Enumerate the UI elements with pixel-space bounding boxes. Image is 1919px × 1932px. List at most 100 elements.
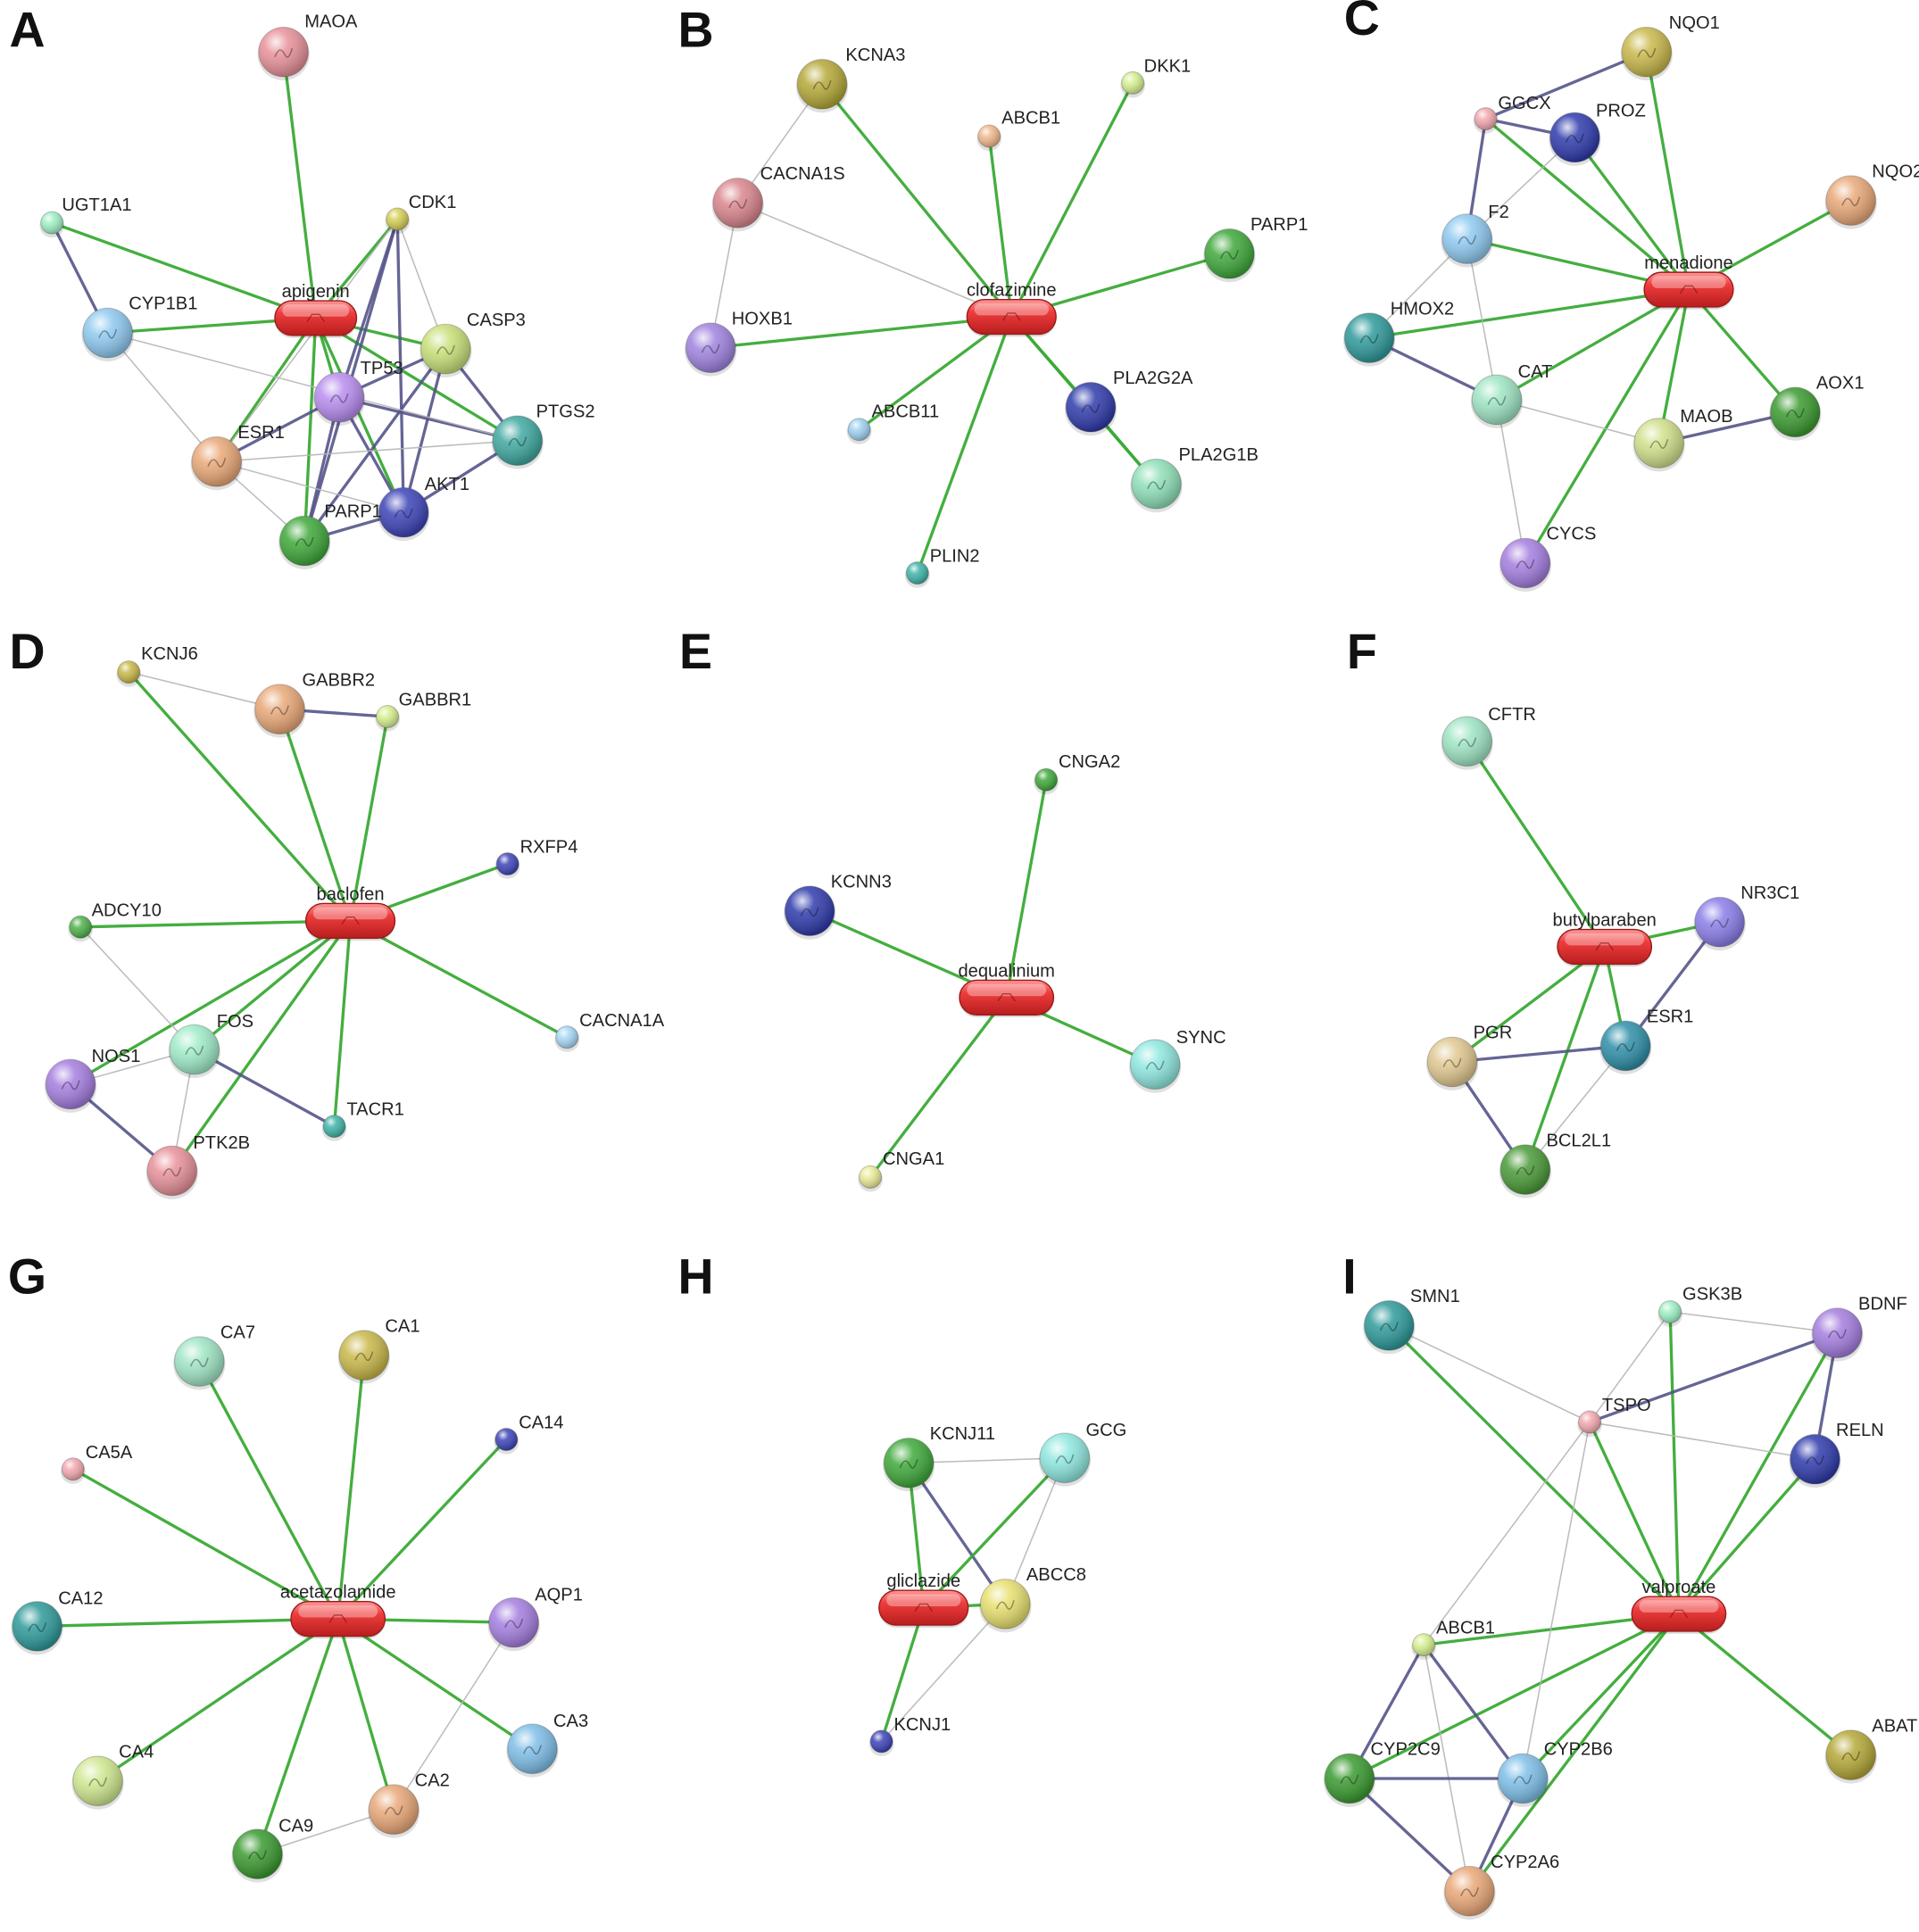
protein-node-h-kcnj1[interactable] bbox=[868, 1729, 894, 1757]
protein-node-i-cyp2c9[interactable] bbox=[1323, 1753, 1376, 1807]
protein-label-c-nqo2: NQO2 bbox=[1872, 162, 1919, 181]
protein-node-d-kcnj6[interactable] bbox=[116, 660, 142, 687]
protein-node-g-ca7[interactable] bbox=[173, 1336, 226, 1390]
protein-node-d-ptk2b[interactable] bbox=[145, 1145, 198, 1199]
protein-node-b-pla2g2a[interactable] bbox=[1064, 382, 1117, 436]
drug-node-valproate[interactable] bbox=[1631, 1596, 1727, 1634]
protein-node-c-f2[interactable] bbox=[1441, 213, 1493, 268]
edge-c-cat-maob bbox=[1496, 399, 1660, 444]
edge-c-menadione-proz bbox=[1573, 136, 1691, 292]
protein-node-h-abcc8[interactable] bbox=[979, 1579, 1032, 1633]
drug-node-clofazimine[interactable] bbox=[966, 298, 1057, 337]
protein-node-d-gabbr2[interactable] bbox=[253, 684, 306, 738]
protein-node-h-kcnj11[interactable] bbox=[883, 1438, 935, 1492]
protein-node-g-aqp1[interactable] bbox=[487, 1596, 540, 1652]
protein-node-g-ca9[interactable] bbox=[231, 1828, 284, 1883]
protein-node-b-abcb1[interactable] bbox=[976, 124, 1002, 152]
protein-node-i-tspo[interactable] bbox=[1577, 1410, 1602, 1438]
structure-icon bbox=[1841, 196, 1861, 207]
protein-node-i-reln[interactable] bbox=[1789, 1433, 1841, 1488]
protein-node-b-cacna1s[interactable] bbox=[711, 178, 764, 232]
edge-g-acetazolamide-ca14 bbox=[336, 1438, 508, 1621]
edge-i-valproate-abat bbox=[1677, 1612, 1853, 1757]
protein-node-a-ugt1a1[interactable] bbox=[39, 211, 65, 238]
protein-node-c-maob[interactable] bbox=[1632, 418, 1685, 472]
drug-node-butylparaben[interactable] bbox=[1557, 928, 1653, 967]
protein-node-i-cyp2a6[interactable] bbox=[1443, 1865, 1496, 1920]
protein-node-e-cnga2[interactable] bbox=[1034, 767, 1059, 795]
protein-node-d-gabbr1[interactable] bbox=[375, 704, 401, 732]
protein-node-f-bcl2l1[interactable] bbox=[1499, 1144, 1552, 1198]
protein-node-c-proz[interactable] bbox=[1549, 112, 1601, 166]
protein-node-b-hoxb1[interactable] bbox=[685, 322, 737, 377]
edge-c-menadione-hmox2 bbox=[1367, 287, 1691, 340]
protein-node-a-ptgs2[interactable] bbox=[491, 415, 544, 469]
protein-label-g-ca2: CA2 bbox=[415, 1770, 450, 1790]
protein-node-g-ca1[interactable] bbox=[337, 1330, 390, 1384]
protein-node-d-adcy10[interactable] bbox=[68, 915, 94, 942]
protein-node-i-cyp2b6[interactable] bbox=[1497, 1753, 1549, 1807]
protein-node-b-pla2g1b[interactable] bbox=[1130, 458, 1183, 513]
protein-node-d-fos[interactable] bbox=[168, 1024, 220, 1079]
edge-f-esr1-bcl2l1 bbox=[1524, 1045, 1627, 1171]
protein-node-a-parp1[interactable] bbox=[278, 515, 331, 569]
drug-node-dequalinium[interactable] bbox=[959, 979, 1055, 1018]
edge-a-apigenin-parp1 bbox=[303, 316, 318, 543]
protein-node-d-tacr1[interactable] bbox=[321, 1115, 347, 1141]
drug-node-baclofen[interactable] bbox=[304, 902, 396, 941]
drug-node-menadione[interactable] bbox=[1643, 271, 1734, 310]
protein-node-i-gsk3b[interactable] bbox=[1657, 1300, 1683, 1327]
protein-node-c-nqo1[interactable] bbox=[1620, 26, 1673, 81]
protein-node-b-parp1[interactable] bbox=[1203, 228, 1256, 283]
protein-node-g-ca5a[interactable] bbox=[60, 1457, 86, 1484]
protein-node-e-sync[interactable] bbox=[1129, 1039, 1182, 1093]
protein-node-b-abcb11[interactable] bbox=[846, 418, 872, 444]
protein-label-d-fos: FOS bbox=[217, 1012, 253, 1032]
protein-node-a-cdk1[interactable] bbox=[385, 207, 411, 235]
protein-label-b-hoxb1: HOXB1 bbox=[732, 309, 793, 328]
molecule-icon bbox=[914, 1603, 934, 1613]
protein-node-a-cyp1b1[interactable] bbox=[81, 307, 134, 361]
protein-node-i-bdnf[interactable] bbox=[1811, 1307, 1864, 1362]
protein-node-g-ca2[interactable] bbox=[367, 1784, 420, 1838]
protein-node-d-cacna1a[interactable] bbox=[554, 1025, 580, 1052]
protein-label-i-tspo: TSPO bbox=[1602, 1396, 1651, 1415]
structure-icon bbox=[1081, 402, 1101, 413]
protein-node-a-maoa[interactable] bbox=[257, 26, 310, 81]
protein-node-h-gcg[interactable] bbox=[1038, 1432, 1092, 1487]
edge-f-butylparaben-bcl2l1 bbox=[1524, 945, 1607, 1172]
protein-node-e-kcnn3[interactable] bbox=[784, 885, 836, 940]
protein-node-c-cycs[interactable] bbox=[1499, 537, 1552, 592]
protein-node-a-akt1[interactable] bbox=[378, 486, 430, 542]
protein-node-g-ca4[interactable] bbox=[71, 1755, 124, 1810]
protein-node-e-cnga1[interactable] bbox=[858, 1165, 883, 1192]
drug-node-acetazolamide[interactable] bbox=[290, 1600, 386, 1639]
protein-node-b-kcna3[interactable] bbox=[795, 59, 849, 113]
panel-letter-e: E bbox=[679, 624, 712, 679]
protein-node-c-cat[interactable] bbox=[1470, 374, 1524, 428]
protein-node-f-cftr[interactable] bbox=[1441, 716, 1493, 770]
protein-node-c-ggcx[interactable] bbox=[1473, 107, 1499, 134]
protein-node-c-hmox2[interactable] bbox=[1343, 312, 1396, 367]
drug-node-apigenin[interactable] bbox=[274, 300, 358, 338]
protein-node-b-plin2[interactable] bbox=[904, 561, 930, 588]
protein-node-a-casp3[interactable] bbox=[420, 323, 472, 378]
protein-node-g-ca3[interactable] bbox=[506, 1723, 559, 1778]
edge-i-cyp2c9-cyp2a6 bbox=[1348, 1777, 1472, 1893]
protein-node-g-ca12[interactable] bbox=[11, 1601, 63, 1655]
protein-node-d-nos1[interactable] bbox=[44, 1058, 97, 1113]
protein-node-d-rxfp4[interactable] bbox=[494, 852, 520, 879]
protein-node-i-smn1[interactable] bbox=[1363, 1300, 1416, 1355]
protein-node-b-dkk1[interactable] bbox=[1120, 70, 1146, 98]
protein-node-f-nr3c1[interactable] bbox=[1693, 896, 1746, 951]
protein-node-a-esr1[interactable] bbox=[190, 436, 243, 491]
protein-node-f-pgr[interactable] bbox=[1425, 1036, 1479, 1090]
protein-node-i-abcb1[interactable] bbox=[1411, 1633, 1437, 1660]
protein-node-f-esr1[interactable] bbox=[1599, 1020, 1652, 1074]
protein-node-g-ca14[interactable] bbox=[494, 1427, 519, 1455]
protein-node-c-nqo2[interactable] bbox=[1824, 175, 1877, 229]
protein-node-a-tp53[interactable] bbox=[312, 371, 366, 427]
protein-node-c-aox1[interactable] bbox=[1769, 386, 1822, 441]
protein-node-i-abat[interactable] bbox=[1824, 1729, 1877, 1784]
drug-node-gliclazide[interactable] bbox=[878, 1589, 969, 1628]
